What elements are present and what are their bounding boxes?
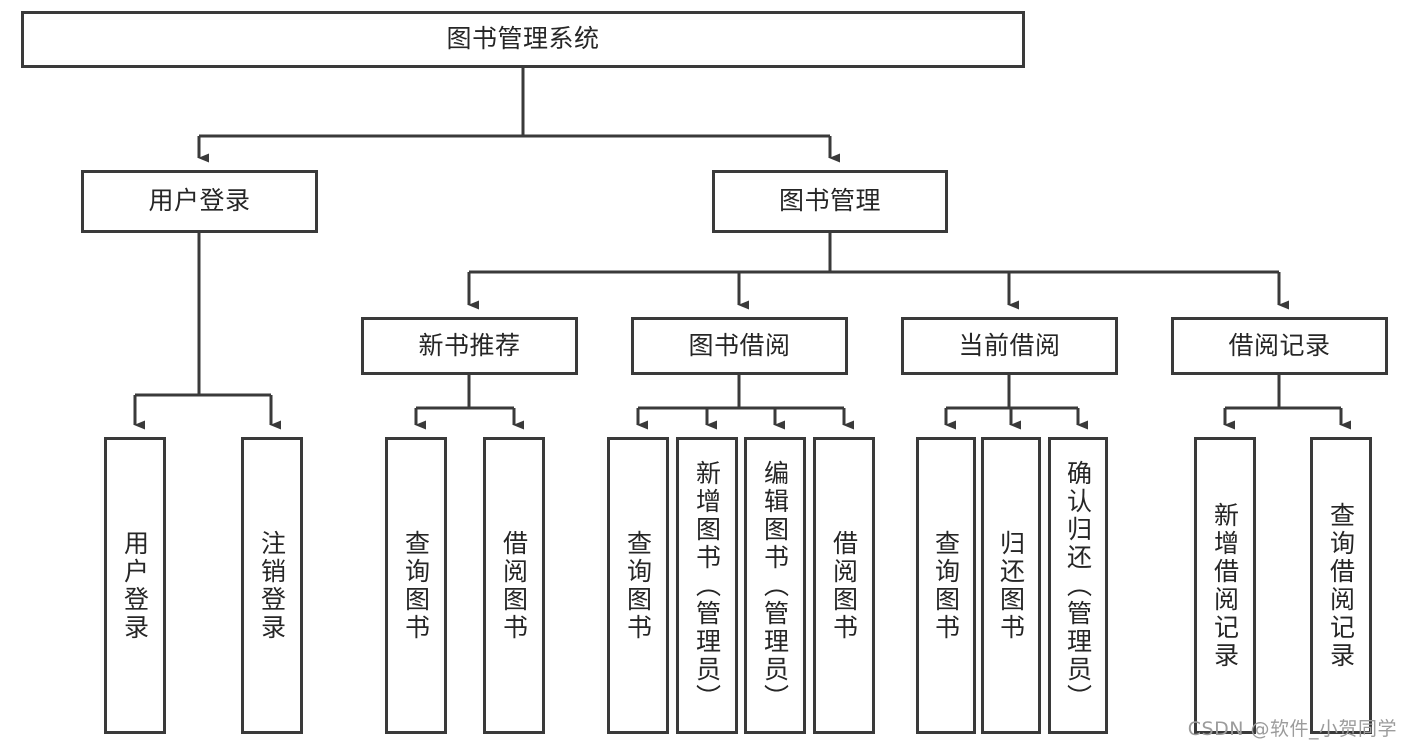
node-leaf-query-book-1[interactable]: 查询图书 <box>385 437 447 734</box>
node-book-management-label: 图书管理 <box>778 186 881 216</box>
node-leaf-confirm-return[interactable]: 确认归还（管理员） <box>1048 437 1108 734</box>
node-leaf-query-book-2-label: 查询图书 <box>623 529 653 642</box>
node-user-login-label: 用户登录 <box>148 186 251 216</box>
node-root[interactable]: 图书管理系统 <box>21 11 1025 68</box>
node-borrow-record-label: 借阅记录 <box>1228 330 1331 360</box>
node-leaf-return-book-label: 归还图书 <box>996 529 1026 642</box>
node-leaf-borrow-book-2[interactable]: 借阅图书 <box>813 437 875 734</box>
node-leaf-query-book-3-label: 查询图书 <box>931 529 961 642</box>
node-leaf-user-login[interactable]: 用户登录 <box>104 437 166 734</box>
node-leaf-query-record-label: 查询借阅记录 <box>1326 501 1356 670</box>
node-user-login[interactable]: 用户登录 <box>81 170 318 233</box>
node-leaf-add-book[interactable]: 新增图书（管理员） <box>676 437 738 734</box>
node-borrow-record[interactable]: 借阅记录 <box>1171 317 1388 375</box>
node-current-borrow-label: 当前借阅 <box>958 330 1061 360</box>
node-leaf-confirm-return-label: 确认归还（管理员） <box>1063 459 1093 712</box>
node-leaf-edit-book-label: 编辑图书（管理员） <box>760 459 790 712</box>
node-new-book-recommend-label: 新书推荐 <box>418 330 521 360</box>
node-leaf-query-book-2[interactable]: 查询图书 <box>607 437 669 734</box>
node-leaf-logout[interactable]: 注销登录 <box>241 437 303 734</box>
node-leaf-edit-book[interactable]: 编辑图书（管理员） <box>744 437 806 734</box>
node-leaf-add-record[interactable]: 新增借阅记录 <box>1194 437 1256 734</box>
node-leaf-borrow-book-1-label: 借阅图书 <box>499 529 529 642</box>
node-leaf-return-book[interactable]: 归还图书 <box>981 437 1041 734</box>
node-leaf-user-login-label: 用户登录 <box>120 529 150 642</box>
node-leaf-logout-label: 注销登录 <box>257 529 287 642</box>
node-leaf-add-record-label: 新增借阅记录 <box>1210 501 1240 670</box>
node-leaf-borrow-book-2-label: 借阅图书 <box>829 529 859 642</box>
node-leaf-query-book-3[interactable]: 查询图书 <box>916 437 976 734</box>
node-current-borrow[interactable]: 当前借阅 <box>901 317 1118 375</box>
node-book-management[interactable]: 图书管理 <box>712 170 948 233</box>
node-leaf-query-book-1-label: 查询图书 <box>401 529 431 642</box>
node-leaf-borrow-book-1[interactable]: 借阅图书 <box>483 437 545 734</box>
node-leaf-query-record[interactable]: 查询借阅记录 <box>1310 437 1372 734</box>
node-book-borrow-label: 图书借阅 <box>688 330 791 360</box>
node-book-borrow[interactable]: 图书借阅 <box>631 317 848 375</box>
node-leaf-add-book-label: 新增图书（管理员） <box>692 459 722 712</box>
node-new-book-recommend[interactable]: 新书推荐 <box>361 317 578 375</box>
node-root-label: 图书管理系统 <box>446 24 600 54</box>
